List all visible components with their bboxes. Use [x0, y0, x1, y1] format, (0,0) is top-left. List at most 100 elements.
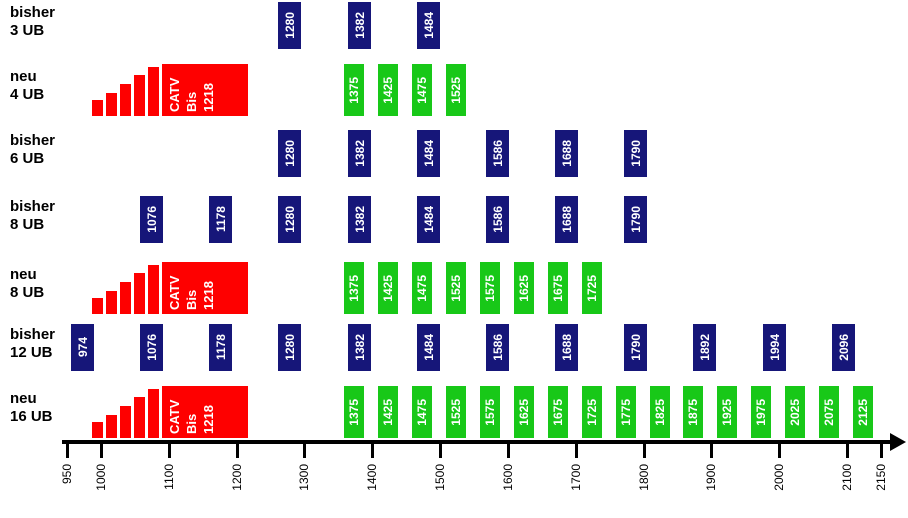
frequency-band-1475: 1475: [412, 386, 432, 438]
axis-tick-label-1300: 1300: [297, 464, 311, 491]
frequency-band-label: 1382: [352, 206, 367, 233]
frequency-band-label: 1475: [415, 398, 429, 426]
axis-tick-1000: [100, 444, 103, 458]
frequency-band-1975: 1975: [751, 386, 771, 438]
row-label-line2: 8 UB: [10, 216, 45, 233]
frequency-band-1484: 1484: [417, 2, 440, 49]
frequency-band-label: 1525: [449, 76, 463, 104]
frequency-band-1484: 1484: [417, 196, 440, 243]
catv-step-bar: [120, 406, 131, 438]
frequency-band-label: 1688: [559, 206, 574, 233]
frequency-band-label: 2025: [788, 398, 802, 426]
frequency-band-label: 2075: [822, 398, 836, 426]
axis-tick-label-1500: 1500: [433, 464, 447, 491]
row-label-line1: bisher: [10, 326, 56, 343]
axis-tick-1200: [236, 444, 239, 458]
frequency-band-label: 1484: [421, 140, 436, 167]
frequency-band-label: 1525: [449, 398, 463, 426]
frequency-band-1375: 1375: [344, 262, 364, 314]
row-label-line2: 8 UB: [10, 284, 45, 301]
catv-step-bar: [106, 415, 117, 438]
frequency-band-1280: 1280: [278, 196, 301, 243]
frequency-band-label: 1688: [559, 140, 574, 167]
catv-label-line1: CATV: [167, 275, 182, 310]
frequency-band-label: 1280: [282, 12, 297, 39]
frequency-band-1382: 1382: [348, 130, 371, 177]
axis-tick-950: [66, 444, 69, 458]
frequency-band-1280: 1280: [278, 2, 301, 49]
catv-step-bar: [120, 282, 131, 314]
axis-arrowhead: [890, 433, 906, 451]
frequency-band-1484: 1484: [417, 130, 440, 177]
frequency-band-1675: 1675: [548, 386, 568, 438]
frequency-band-1178: 1178: [209, 196, 232, 243]
row-label-line2: 3 UB: [10, 22, 45, 39]
catv-label-line1: CATV: [167, 399, 182, 434]
frequency-band-1280: 1280: [278, 130, 301, 177]
axis-tick-label-1800: 1800: [637, 464, 651, 491]
frequency-band-1425: 1425: [378, 386, 398, 438]
row-label-line1: bisher: [10, 132, 56, 149]
row-label-line1: neu: [10, 266, 37, 283]
frequency-band-1586: 1586: [486, 130, 509, 177]
frequency-band-1825: 1825: [650, 386, 670, 438]
frequency-band-label: 1790: [628, 334, 643, 361]
frequency-band-label: 1790: [628, 206, 643, 233]
frequency-band-label: 1892: [697, 334, 712, 361]
frequency-band-1688: 1688: [555, 130, 578, 177]
axis-tick-label-2150: 2150: [874, 464, 888, 491]
row-label-line1: neu: [10, 68, 37, 85]
frequency-band-label: 1586: [490, 140, 505, 167]
frequency-band-label: 1484: [421, 12, 436, 39]
row-label-line2: 4 UB: [10, 86, 45, 103]
frequency-band-2025: 2025: [785, 386, 805, 438]
frequency-band-1475: 1475: [412, 64, 432, 116]
frequency-band-1586: 1586: [486, 324, 509, 371]
frequency-band-label: 1280: [282, 334, 297, 361]
catv-step-bar: [148, 265, 159, 314]
frequency-band-label: 1625: [517, 274, 531, 302]
frequency-band-1688: 1688: [555, 196, 578, 243]
catv-step-bar: [92, 422, 103, 438]
frequency-band-1625: 1625: [514, 386, 534, 438]
axis-tick-label-1900: 1900: [704, 464, 718, 491]
axis-tick-label-1000: 1000: [94, 464, 108, 491]
axis-line: [62, 440, 890, 444]
axis-tick-label-1600: 1600: [501, 464, 515, 491]
frequency-band-label: 1382: [352, 12, 367, 39]
axis-tick-1700: [575, 444, 578, 458]
axis-tick-1500: [439, 444, 442, 458]
frequency-band-1076: 1076: [140, 324, 163, 371]
frequency-band-label: 2096: [836, 334, 851, 361]
catv-label-line3: 1218: [201, 405, 216, 434]
frequency-band-label: 1825: [653, 398, 667, 426]
frequency-band-label: 1994: [767, 334, 782, 361]
frequency-band-label: 1475: [415, 274, 429, 302]
frequency-band-1382: 1382: [348, 196, 371, 243]
catv-label-line3: 1218: [201, 83, 216, 112]
axis-tick-label-1700: 1700: [569, 464, 583, 491]
frequency-band-1178: 1178: [209, 324, 232, 371]
frequency-band-1925: 1925: [717, 386, 737, 438]
frequency-band-label: 1725: [585, 398, 599, 426]
axis-tick-1300: [303, 444, 306, 458]
frequency-band-label: 1925: [720, 398, 734, 426]
frequency-band-1725: 1725: [582, 262, 602, 314]
frequency-band-label: 1375: [347, 398, 361, 426]
frequency-band-label: 1382: [352, 334, 367, 361]
catv-step-bar: [92, 100, 103, 116]
frequency-band-label: 1675: [551, 398, 565, 426]
frequency-band-label: 1475: [415, 76, 429, 104]
frequency-band-label: 1375: [347, 274, 361, 302]
frequency-band-label: 1178: [213, 206, 228, 233]
frequency-band-1688: 1688: [555, 324, 578, 371]
axis-tick-label-2000: 2000: [772, 464, 786, 491]
frequency-band-2125: 2125: [853, 386, 873, 438]
